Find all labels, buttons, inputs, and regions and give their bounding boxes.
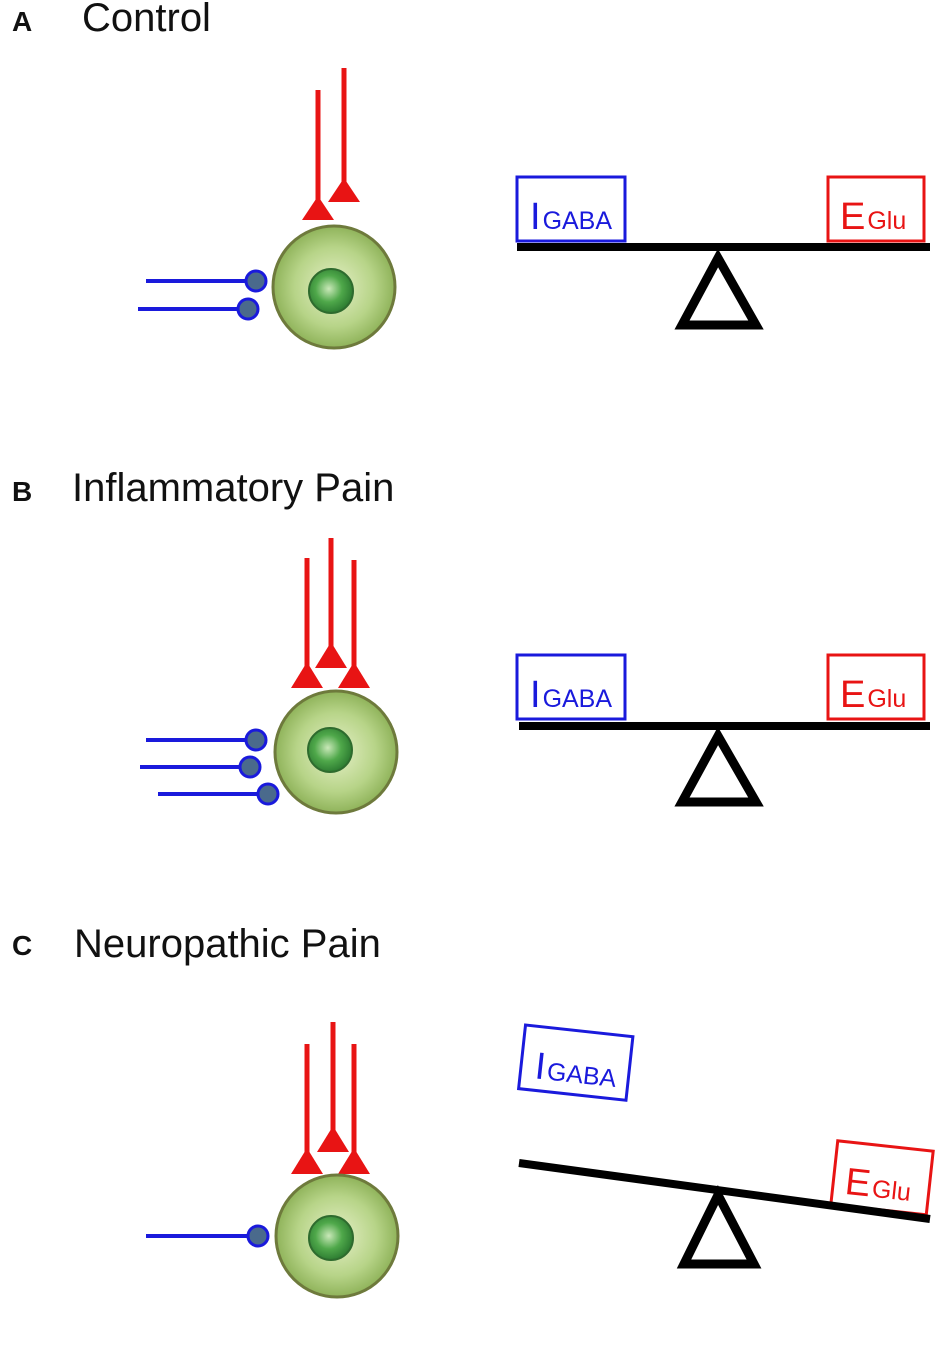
eglu-sub: Glu <box>867 207 906 235</box>
eglu-sub: Glu <box>871 1175 913 1207</box>
eglu-label: EGlu <box>840 196 906 238</box>
igaba-weight-box <box>515 653 627 721</box>
igaba-label: IGABA <box>530 674 612 716</box>
balance-seesaw: IGABA EGlu <box>515 653 930 807</box>
panel-c: C Neuropathic Pain IGABA EGlu <box>0 920 949 1353</box>
panel-letter: C <box>12 930 33 961</box>
excitatory-inputs <box>302 68 360 220</box>
igaba-sub: GABA <box>543 685 613 713</box>
igaba-main: I <box>533 1045 548 1088</box>
neuron-nucleus <box>308 268 354 314</box>
eglu-weight: EGlu <box>829 1139 935 1217</box>
excitatory-terminal <box>317 1126 349 1152</box>
seesaw-fulcrum <box>674 248 764 330</box>
panel-title: Neuropathic Pain <box>74 922 381 966</box>
eglu-weight-box <box>826 175 926 243</box>
panel-a-diagram: IGABA EGlu <box>138 68 930 350</box>
balance-seesaw: IGABA EGlu <box>515 175 930 330</box>
inhibitory-terminal <box>236 297 260 321</box>
inhibitory-terminal <box>238 755 262 779</box>
igaba-weight-box <box>516 1023 635 1102</box>
igaba-label: IGABA <box>533 1045 619 1096</box>
inhibitory-inputs <box>140 728 280 806</box>
seesaw-fulcrum <box>676 1185 762 1269</box>
inhibitory-inputs <box>146 1224 270 1248</box>
seesaw-fulcrum <box>674 726 764 807</box>
excitatory-terminal <box>328 178 360 202</box>
excitatory-terminal <box>302 196 334 220</box>
inhibitory-terminal <box>244 269 268 293</box>
excitatory-inputs <box>291 1022 370 1174</box>
eglu-weight-box <box>826 653 926 721</box>
excitatory-terminal <box>291 662 323 688</box>
eglu-main: E <box>840 674 865 716</box>
eglu-sub: Glu <box>867 685 906 713</box>
panel-letter: B <box>12 476 33 507</box>
panel-a: A Control <box>0 0 949 433</box>
excitatory-terminal <box>291 1148 323 1174</box>
excitatory-terminal <box>338 662 370 688</box>
excitatory-terminal <box>315 642 347 668</box>
neuron-nucleus <box>307 727 353 773</box>
panel-b: B Inflammatory Pain IGABA EGlu <box>0 466 949 901</box>
seesaw-beam <box>518 1159 931 1223</box>
excitatory-terminal <box>338 1148 370 1174</box>
inhibitory-inputs <box>138 269 268 321</box>
igaba-sub: GABA <box>543 207 613 235</box>
eglu-label: EGlu <box>843 1161 913 1210</box>
eglu-main: E <box>840 196 865 238</box>
eglu-label: EGlu <box>840 674 906 716</box>
inhibitory-terminal <box>256 782 280 806</box>
panel-b-diagram: IGABA EGlu <box>140 538 930 815</box>
igaba-weight-box <box>515 175 627 243</box>
inhibitory-terminal <box>244 728 268 752</box>
inhibitory-terminal <box>246 1224 270 1248</box>
neuron-nucleus <box>308 1215 354 1261</box>
panel-title: Inflammatory Pain <box>72 466 395 510</box>
igaba-label: IGABA <box>530 196 612 238</box>
panel-c-diagram: IGABA EGlu <box>146 1022 935 1299</box>
balance-seesaw: IGABA EGlu <box>516 1023 935 1269</box>
excitatory-inputs <box>291 538 370 688</box>
igaba-main: I <box>530 196 541 238</box>
igaba-main: I <box>530 674 541 716</box>
igaba-weight: IGABA <box>516 1023 635 1102</box>
panel-letter: A <box>12 6 33 37</box>
eglu-main: E <box>843 1161 873 1205</box>
panel-title: Control <box>82 0 211 40</box>
